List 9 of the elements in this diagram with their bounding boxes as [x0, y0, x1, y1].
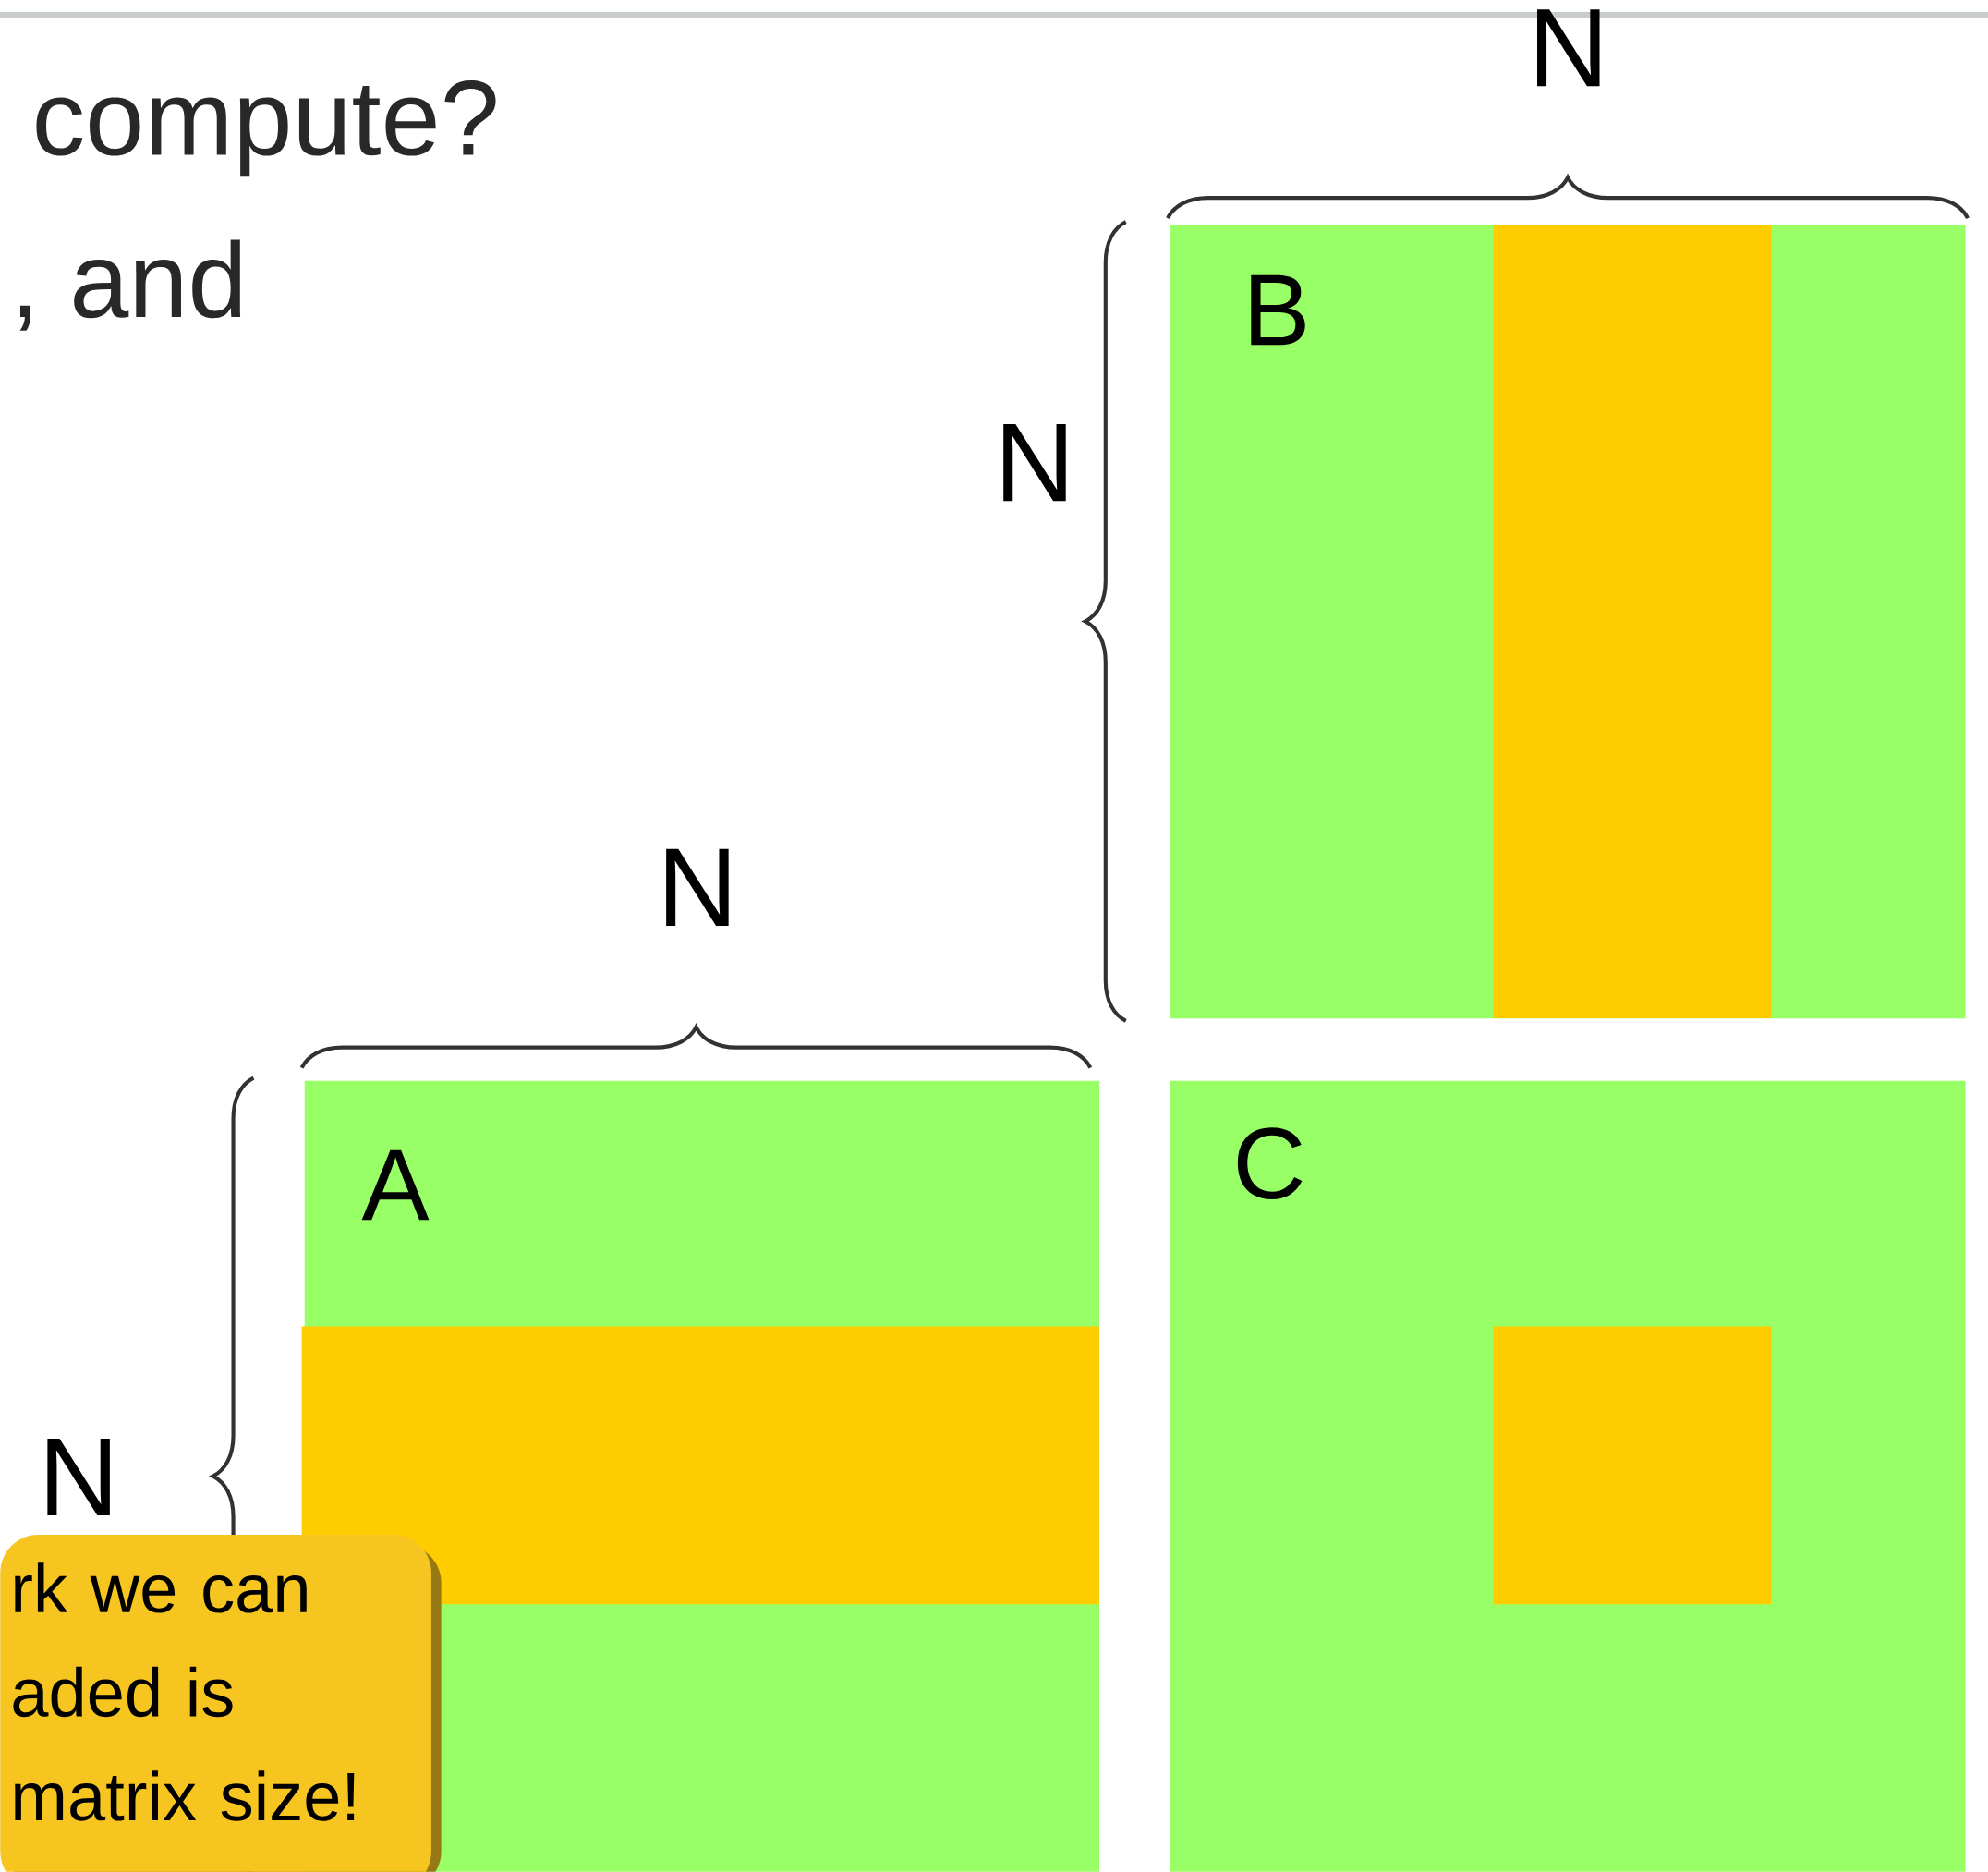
callout-box: rk we can aded is matrix size!	[0, 1535, 442, 1872]
matrix: B	[1170, 225, 1966, 1019]
dimension-label: N	[1537, 9, 1600, 87]
dimension-label: N	[666, 848, 729, 927]
matrix: C	[1170, 1080, 1966, 1872]
slide-text: compute?	[36, 80, 496, 177]
dimension-label: N	[1003, 424, 1066, 502]
dimension-label: N	[47, 1439, 110, 1516]
slide-text: , and	[19, 239, 241, 331]
